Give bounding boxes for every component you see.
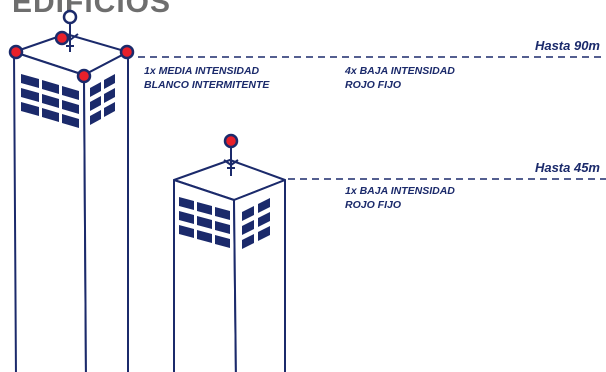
tall-building-windows-right — [90, 74, 115, 125]
tall-building — [13, 33, 129, 372]
section-title: EDIFICIOS — [12, 0, 172, 19]
short-building-windows-left — [179, 197, 230, 248]
short-building — [173, 159, 286, 372]
short-height-label: Hasta 45m — [534, 160, 600, 175]
short-top-light-line2: ROJO FIJO — [345, 199, 402, 211]
short-top-light-line1: 1x BAJA INTENSIDAD — [345, 185, 455, 197]
tall-top-white-light-icon — [62, 9, 78, 25]
short-top-red-light-icon — [223, 133, 239, 149]
tall-building-windows-left — [21, 74, 79, 128]
tall-building-right-face — [83, 51, 129, 372]
tall-top-light-label: 1x MEDIA INTENSIDAD BLANCO INTERMITENTE — [144, 64, 269, 92]
tall-building-left-face — [13, 51, 87, 372]
tall-top-light-line2: BLANCO INTERMITENTE — [144, 79, 270, 91]
tall-corner-lights-line1: 4x BAJA INTENSIDAD — [345, 65, 455, 77]
short-top-light-label: 1x BAJA INTENSIDAD ROJO FIJO — [345, 184, 455, 212]
tall-corner-lights-label: 4x BAJA INTENSIDAD ROJO FIJO — [345, 64, 455, 92]
tall-corner-red-light-icon — [76, 68, 92, 84]
tall-corner-red-light-icon — [119, 44, 135, 60]
short-building-windows-right — [242, 198, 270, 249]
tall-top-light-line1: 1x MEDIA INTENSIDAD — [144, 65, 260, 77]
tall-height-label: Hasta 90m — [534, 38, 600, 53]
tall-corner-red-light-icon — [8, 44, 24, 60]
tall-corner-lights-line2: ROJO FIJO — [345, 79, 402, 91]
tall-corner-red-light-icon — [54, 30, 70, 46]
short-building-antenna — [223, 147, 239, 176]
